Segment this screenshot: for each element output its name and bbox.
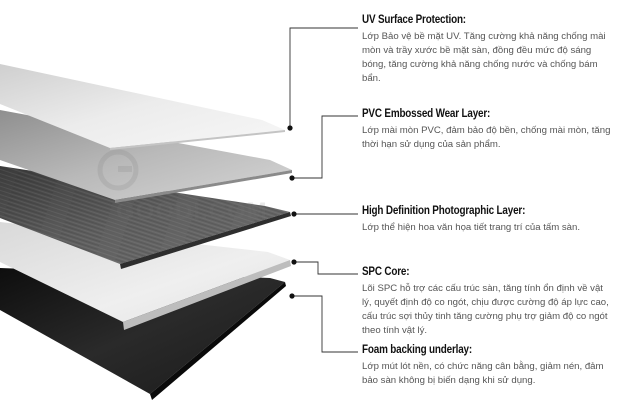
dot-foam — [289, 293, 295, 299]
label-wear-description: Lớp mài mòn PVC, đảm bảo độ bền, chống m… — [362, 125, 611, 150]
label-core-title: SPC Core: — [362, 266, 410, 278]
leader-lines — [289, 27, 358, 353]
leader-line-uv — [289, 27, 358, 128]
label-core-description: Lõi SPC hỗ trợ các cấu trúc sàn, tăng tí… — [362, 283, 609, 336]
dot-core — [291, 259, 297, 265]
label-photo: High Definition Photographic Layer: Lớp … — [362, 205, 612, 235]
dot-uv — [287, 125, 293, 131]
photographic-layer — [0, 166, 291, 269]
label-uv-title: UV Surface Protection: — [362, 14, 466, 26]
leader-line-core — [294, 261, 358, 275]
leader-dots — [287, 125, 297, 299]
spc-core-layer — [0, 222, 291, 330]
label-photo-description: Lớp thể hiện hoa văn họa tiết trang trí … — [362, 222, 581, 233]
label-foam-title: Foam backing underlay: — [362, 344, 472, 356]
dot-wear — [289, 175, 295, 181]
foam-backing-layer — [0, 268, 286, 400]
label-foam: Foam backing underlay: Lớp mút lót nền, … — [362, 344, 612, 388]
label-uv-description: Lớp Bảo vệ bề mặt UV. Tăng cường khả năn… — [362, 31, 606, 84]
label-core: SPC Core: Lõi SPC hỗ trợ các cấu trúc sà… — [362, 266, 612, 338]
label-wear: PVC Embossed Wear Layer: Lớp mài mòn PVC… — [362, 108, 612, 152]
label-foam-description: Lớp mút lót nền, có chức năng cân bằng, … — [362, 361, 604, 386]
leader-line-foam — [292, 295, 358, 353]
leader-line-wear — [292, 115, 358, 179]
label-wear-title: PVC Embossed Wear Layer: — [362, 108, 491, 120]
watermark-text: GOODI.COM — [116, 198, 268, 225]
uv-protection-layer — [0, 64, 285, 150]
label-photo-title: High Definition Photographic Layer: — [362, 205, 526, 217]
watermark-logo-icon — [97, 149, 139, 191]
label-uv: UV Surface Protection: Lớp Bảo vệ bề mặt… — [362, 14, 612, 86]
dot-photo — [291, 211, 297, 217]
